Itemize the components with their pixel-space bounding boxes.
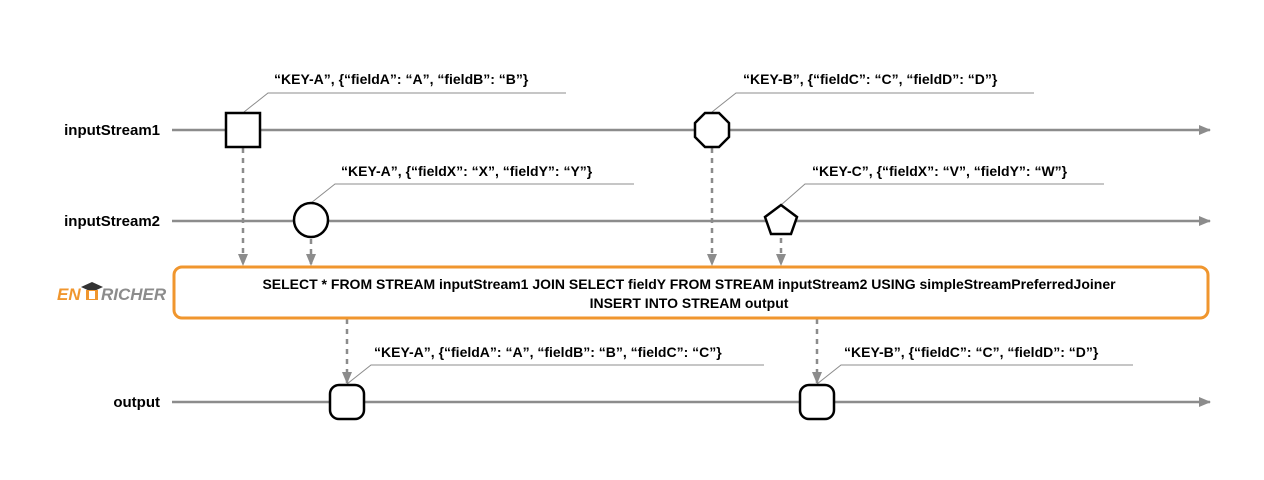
rounded-square-icon-out-b	[798, 383, 836, 421]
event-labels: “KEY-A”, {“fieldA”: “A”, “fieldB”: “B”} …	[274, 71, 1099, 360]
octagon-icon	[693, 111, 731, 149]
query-line-2: INSERT INTO STREAM output	[590, 295, 789, 311]
pentagon-icon	[763, 203, 799, 236]
event-label-in1a: “KEY-A”, {“fieldA”: “A”, “fieldB”: “B”}	[274, 71, 529, 87]
event-label-in2c: “KEY-C”, {“fieldX”: “V”, “fieldY”: “W”}	[812, 163, 1068, 179]
event-label-outb: “KEY-B”, {“fieldC”: “C”, “fieldD”: “D”}	[844, 344, 1099, 360]
callout-lines	[243, 92, 1133, 385]
dashed-arrows	[238, 148, 822, 384]
stream-labels: inputStream1 inputStream2 output	[64, 122, 160, 411]
event-label-in2a: “KEY-A”, {“fieldX”: “X”, “fieldY”: “Y”}	[341, 163, 593, 179]
circle-icon	[292, 201, 330, 239]
callout-line-in2c	[780, 183, 1104, 206]
rounded-square-icon-out-a	[328, 383, 366, 421]
graduation-cap-icon	[81, 282, 103, 300]
callout-line-outa	[346, 364, 764, 385]
square-icon	[224, 111, 262, 149]
callout-line-outb	[816, 364, 1133, 385]
enricher-logo: EN RICHER	[57, 282, 167, 304]
event-label-in1b: “KEY-B”, {“fieldC”: “C”, “fieldD”: “D”}	[743, 71, 998, 87]
stream-label-output: output	[113, 394, 160, 411]
callout-line-in2a	[310, 183, 634, 204]
query-line-1: SELECT * FROM STREAM inputStream1 JOIN S…	[262, 276, 1116, 292]
callout-line-in1b	[711, 92, 1034, 113]
stream-label-input2: inputStream2	[64, 213, 160, 230]
logo-text-richer: RICHER	[101, 285, 167, 304]
event-marbles	[224, 111, 836, 421]
stream-label-input1: inputStream1	[64, 122, 160, 139]
logo-text-en: EN	[57, 285, 81, 304]
query-box: SELECT * FROM STREAM inputStream1 JOIN S…	[172, 265, 1210, 320]
query-box-border	[172, 265, 1210, 320]
callout-line-in1a	[243, 92, 566, 113]
event-label-outa: “KEY-A”, {“fieldA”: “A”, “fieldB”: “B”, …	[374, 344, 722, 360]
